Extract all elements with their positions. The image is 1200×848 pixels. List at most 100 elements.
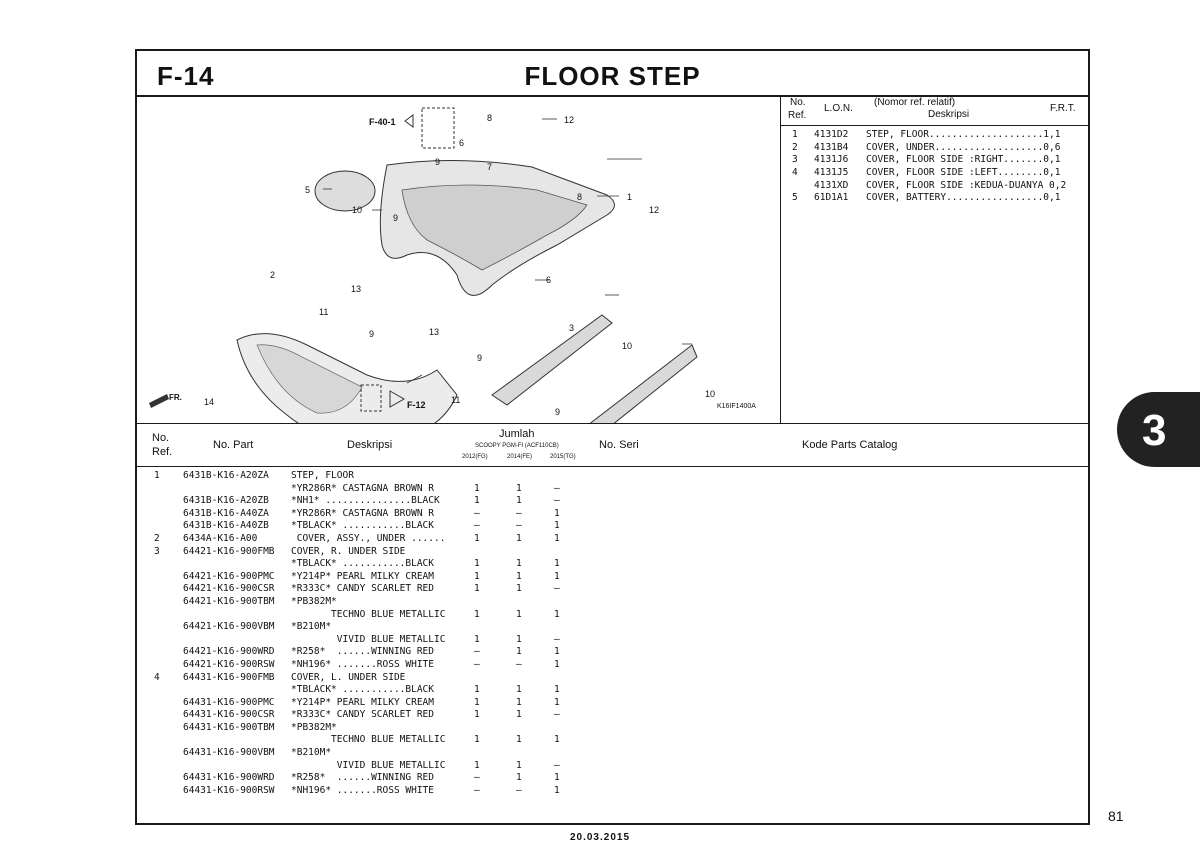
- lon-desc: COVER, BATTERY.................0,1: [866, 192, 1061, 204]
- parts-desc: VIVID BLUE METALLIC: [291, 633, 446, 645]
- parts-desc: *R258* ......WINNING RED: [291, 772, 434, 784]
- callout-9c: 9: [369, 329, 374, 339]
- qty-2014: –: [516, 784, 522, 796]
- callout-6: 6: [459, 138, 464, 148]
- qty-2012: –: [474, 520, 480, 532]
- qty-2014: –: [516, 658, 522, 670]
- qty-2014: 1: [516, 772, 522, 784]
- parts-row: 64431-K16-900TBM*PB382M*: [137, 722, 1088, 735]
- parts-row: 64431-K16-900VBM *B210M*: [137, 747, 1088, 760]
- qty-2015: –: [554, 709, 560, 721]
- parts-number: 64421-K16-900TBM: [183, 595, 275, 607]
- lon-ref: 1: [792, 129, 798, 140]
- parts-row: 6431B-K16-A40ZB *TBLACK* ...........BLACK…: [137, 520, 1088, 533]
- parts-number: 6434A-K16-A00: [183, 532, 258, 544]
- qty-2014: 1: [516, 608, 522, 620]
- qty-2014: 1: [516, 684, 522, 696]
- parts-row: *TBLACK* ...........BLACK 1 1 1: [137, 684, 1088, 697]
- parts-desc: *B210M*: [291, 747, 332, 759]
- parts-header-jumlah: Jumlah: [499, 428, 535, 440]
- qty-2012: 1: [474, 709, 480, 721]
- qty-2015: 1: [554, 507, 560, 519]
- parts-row: 64431-K16-900WRD*R258* ......WINNING RED…: [137, 772, 1088, 785]
- parts-illustration: F-40-1 F-12 FR. 1 2 3 4 5 6 6 7 7 8 8 9 …: [149, 107, 715, 423]
- qty-2015: –: [554, 495, 560, 507]
- parts-desc: *TBLACK* ...........BLACK: [291, 520, 434, 532]
- callout-10b: 10: [622, 341, 632, 351]
- parts-row: 6431B-K16-A40ZA*YR286R* CASTAGNA BROWN R…: [137, 508, 1088, 521]
- parts-row: 6431B-K16-A20ZB*NH1* ...............BLAC…: [137, 495, 1088, 508]
- callout-12b: 12: [649, 205, 659, 215]
- qty-2012: 1: [474, 684, 480, 696]
- page-title: FLOOR STEP: [524, 61, 701, 91]
- callout-10c: 10: [705, 389, 715, 399]
- qty-2014: –: [516, 507, 522, 519]
- parts-desc: *NH196* .......ROSS WHITE: [291, 784, 434, 796]
- parts-desc: *TBLACK* ...........BLACK: [291, 684, 434, 696]
- qty-2012: 1: [474, 734, 480, 746]
- parts-row: 64421-K16-900CSR*R333C* CANDY SCARLET RE…: [137, 583, 1088, 596]
- qty-2012: 1: [474, 633, 480, 645]
- parts-row: 64421-K16-900RSW*NH196* .......ROSS WHIT…: [137, 659, 1088, 672]
- callout-3: 3: [569, 323, 574, 333]
- qty-2014: –: [516, 520, 522, 532]
- qty-2015: 1: [554, 684, 560, 696]
- callout-9: 9: [393, 213, 398, 223]
- qty-2012: –: [474, 658, 480, 670]
- lon-header-desc-note: (Nomor ref. relatif): [874, 97, 956, 108]
- parts-number: 6431B-K16-A40ZA: [183, 507, 269, 519]
- callout-11b: 11: [451, 395, 460, 405]
- callout-9d: 9: [477, 353, 482, 363]
- parts-desc: *PB382M*: [291, 595, 337, 607]
- parts-row: 64431-K16-900RSW*NH196* .......ROSS WHIT…: [137, 785, 1088, 798]
- qty-2014: 1: [516, 482, 522, 494]
- parts-header-no: No.: [152, 432, 170, 444]
- parts-desc: *Y214P* PEARL MILKY CREAM: [291, 696, 434, 708]
- qty-2014: 1: [516, 709, 522, 721]
- qty-2012: –: [474, 784, 480, 796]
- callout-4: 4: [650, 422, 655, 423]
- floor-side-left-shape: [589, 344, 698, 423]
- qty-2014: 1: [516, 646, 522, 658]
- parts-row: 64421-K16-900WRD*R258* ......WINNING RED…: [137, 646, 1088, 659]
- parts-number: 64431-K16-900VBM: [183, 747, 275, 759]
- qty-2015: 1: [554, 696, 560, 708]
- qty-2014: 1: [516, 734, 522, 746]
- qty-2014: 1: [516, 696, 522, 708]
- print-date: 20.03.2015: [569, 832, 631, 843]
- qty-2015: –: [554, 482, 560, 494]
- floor-side-right-shape: [491, 314, 613, 406]
- parts-number: 64431-K16-900TBM: [183, 721, 275, 733]
- qty-2012: –: [474, 772, 480, 784]
- parts-desc: COVER, R. UNDER SIDE: [291, 545, 406, 557]
- parts-header-2012: 2012(FG): [462, 454, 488, 460]
- callout-13: 13: [351, 284, 361, 294]
- lon-code: 4131J6: [814, 154, 849, 166]
- callout-14: 14: [204, 397, 214, 407]
- parts-number: 64421-K16-900CSR: [183, 583, 275, 595]
- parts-desc: *R258* ......WINNING RED: [291, 646, 434, 658]
- parts-row: 64431-K16-900PMC*Y214P* PEARL MILKY CREA…: [137, 697, 1088, 710]
- qty-2015: –: [554, 633, 560, 645]
- parts-number: 64421-K16-900PMC: [183, 570, 275, 582]
- callout-1: 1: [627, 192, 632, 202]
- lon-code: 4131D2: [814, 129, 849, 140]
- parts-header-serial: No. Seri: [599, 439, 639, 451]
- battery-cover-shape: [314, 170, 376, 212]
- callout-7: 7: [487, 162, 492, 172]
- parts-row: 64421-K16-900PMC*Y214P* PEARL MILKY CREA…: [137, 571, 1088, 584]
- lon-desc: COVER, FLOOR SIDE :KEDUA-DUANYA 0,2: [866, 179, 1067, 191]
- lon-desc: COVER, FLOOR SIDE :LEFT........0,1: [866, 167, 1061, 179]
- parts-number: 6431B-K16-A40ZB: [183, 520, 269, 532]
